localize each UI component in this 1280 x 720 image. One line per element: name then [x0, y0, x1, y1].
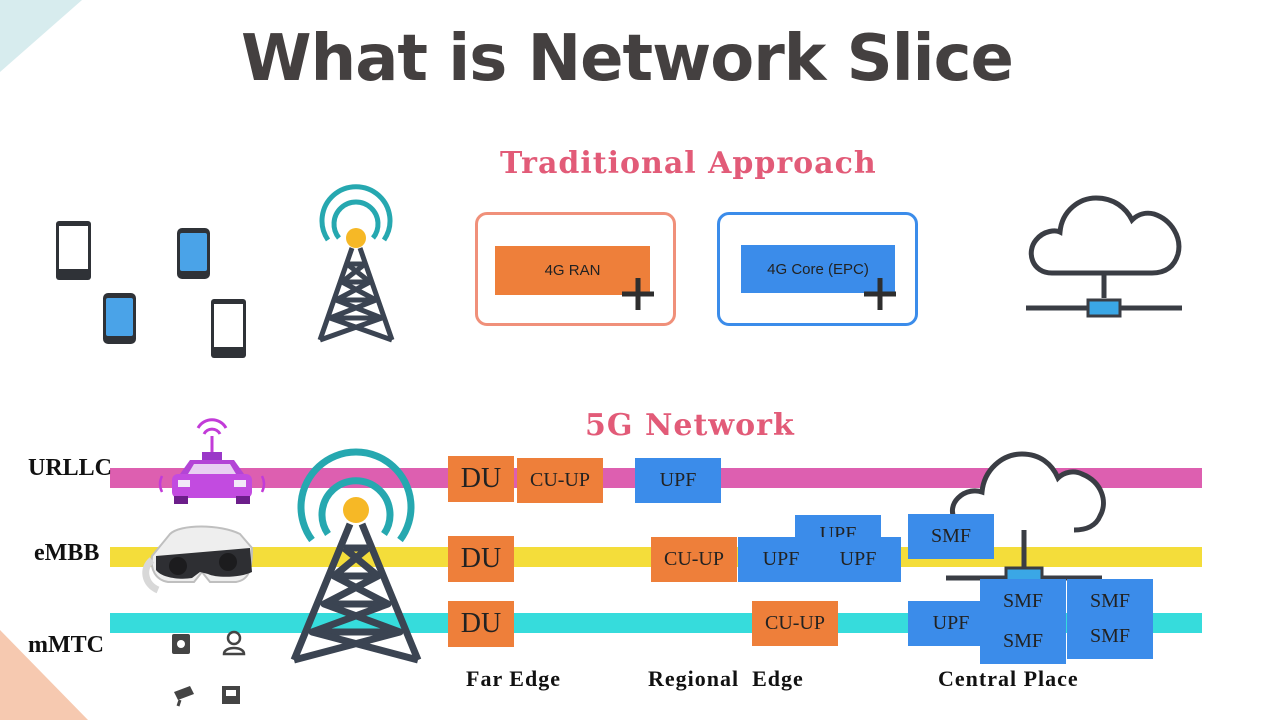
cloud-server-icon	[946, 451, 1106, 588]
smf-box-mmtc-1: SMF	[980, 579, 1066, 624]
corner-decoration-top	[0, 0, 82, 72]
du-box-mmtc: DU	[448, 601, 514, 647]
iot-devices-icon	[172, 630, 246, 707]
upf-box-urllc: UPF	[635, 458, 721, 503]
location-label-regional-edge: Regional Edge	[648, 666, 804, 691]
upf-box-embb-1: UPF	[738, 537, 824, 582]
corner-decoration-bottom	[0, 630, 88, 720]
cu-up-box-mmtc: CU-UP	[752, 601, 838, 646]
plus-icon	[622, 278, 654, 310]
connected-car-icon	[158, 418, 266, 504]
traditional-heading: Traditional Approach	[500, 146, 877, 181]
vr-headset-icon	[142, 525, 254, 594]
du-box-urllc: DU	[448, 456, 514, 502]
du-box-embb: DU	[448, 536, 514, 582]
cell-tower-icon	[290, 448, 422, 664]
row-label-urllc: URLLC	[28, 455, 113, 481]
smartphone-icon	[56, 221, 91, 280]
row-label-mmtc: mMTC	[28, 632, 104, 658]
smf-box-mmtc-3: SMF	[980, 618, 1066, 664]
ran-frame	[475, 212, 676, 326]
smf-box-mmtc-4: SMF	[1067, 613, 1153, 659]
core-frame	[717, 212, 918, 326]
location-label-central-place: Central Place	[938, 666, 1079, 691]
core-box: 4G Core (EPC)	[741, 245, 895, 293]
smartphone-icon	[211, 299, 246, 358]
cu-up-box-urllc: CU-UP	[517, 458, 603, 503]
page-title: What is Network Slice	[241, 22, 1014, 96]
smf-box-embb: SMF	[908, 514, 994, 559]
5g-network-heading: 5G Network	[585, 408, 795, 443]
smartphone-icon	[177, 228, 210, 279]
cu-up-box-embb: CU-UP	[651, 537, 737, 582]
upf-box-mmtc: UPF	[908, 601, 994, 646]
upf-box-embb-2: UPF	[815, 537, 901, 582]
ran-box: 4G RAN	[495, 246, 650, 295]
row-label-embb: eMBB	[34, 540, 100, 566]
smartphone-icon	[103, 293, 136, 344]
cell-tower-icon	[317, 184, 395, 343]
plus-icon	[864, 278, 896, 310]
location-label-far-edge: Far Edge	[466, 666, 561, 691]
cloud-server-icon	[1026, 195, 1182, 318]
